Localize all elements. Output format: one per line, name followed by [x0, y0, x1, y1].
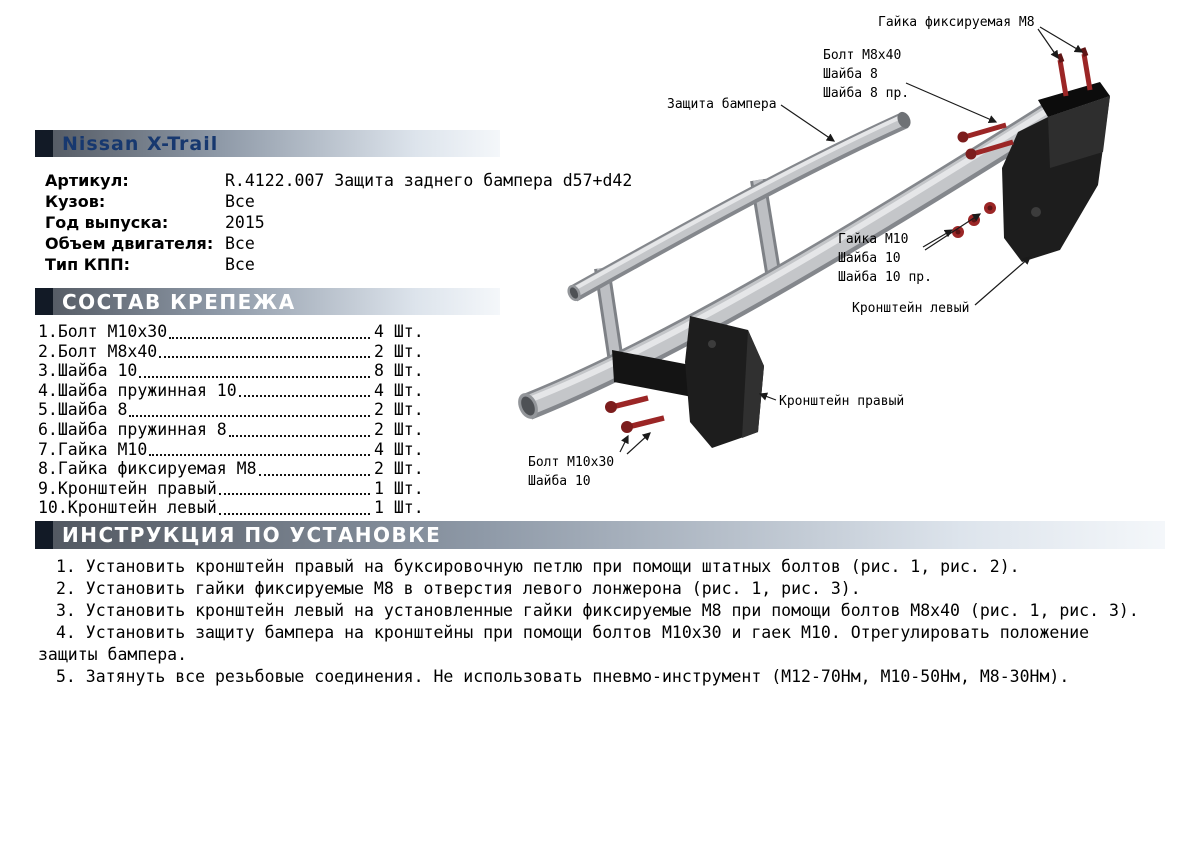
fixing-studs-m8-parts	[1056, 47, 1093, 97]
hardware-item: 5.Шайба 8 2 Шт.	[38, 400, 428, 420]
hardware-item-name: 4.Шайба пружинная 10	[38, 380, 237, 400]
hardware-item-qty: 2 Шт.	[374, 459, 424, 479]
page-title: Nissan X-Trail	[62, 132, 219, 155]
spec-value: 2015	[225, 213, 265, 232]
spec-value: R.4122.007 Защита заднего бампера d57+d4…	[225, 171, 633, 190]
dot-leader	[218, 512, 370, 515]
hardware-item-name: 5.Шайба 8	[38, 400, 128, 420]
spec-row-year: Год выпуска: 2015	[45, 212, 685, 233]
label-washer-10-spring: Шайба 10 пр.	[838, 270, 932, 285]
dot-leader	[139, 375, 370, 378]
spec-row-transmission: Тип КПП: Все	[45, 254, 685, 275]
spec-label: Тип КПП:	[45, 255, 131, 274]
hardware-item-name: 7.Гайка М10	[38, 439, 148, 459]
callout-arrows	[619, 26, 1084, 455]
spec-value: Все	[225, 192, 255, 211]
dot-leader	[159, 356, 370, 359]
instructions-bar-square	[35, 521, 53, 549]
dot-leader	[149, 454, 370, 457]
hardware-item: 10.Кронштейн левый 1 Шт.	[38, 498, 428, 518]
hardware-item: 2.Болт М8х40 2 Шт.	[38, 342, 428, 362]
hardware-item: 9.Кронштейн правый 1 Шт.	[38, 479, 428, 499]
spec-value: Все	[225, 234, 255, 253]
hardware-list: 1.Болт М10х30 4 Шт. 2.Болт М8х40 2 Шт. 3…	[38, 322, 428, 518]
spec-label: Артикул:	[45, 171, 129, 190]
product-title-bar: Nissan X-Trail	[35, 130, 500, 157]
instruction-step-2: 2. Установить гайки фиксируемые М8 в отв…	[56, 579, 861, 598]
hardware-item-qty: 2 Шт.	[374, 400, 424, 420]
installation-steps: 1. Установить кронштейн правый на буксир…	[38, 556, 1148, 688]
hardware-item-qty: 4 Шт.	[374, 439, 424, 459]
instruction-step-4: 4. Установить защиту бампера на кронштей…	[38, 623, 1090, 664]
bolts-m8x40-parts	[957, 122, 1014, 160]
upper-tube	[567, 111, 911, 302]
hardware-item: 1.Болт М10х30 4 Шт.	[38, 322, 428, 342]
hardware-item-qty: 4 Шт.	[374, 380, 424, 400]
label-washer-10-bottom: Шайба 10	[528, 474, 591, 489]
hardware-item-qty: 4 Шт.	[374, 322, 424, 341]
hardware-item-qty: 2 Шт.	[374, 419, 424, 439]
hardware-item-qty: 8 Шт.	[374, 361, 424, 381]
hardware-item-qty: 1 Шт.	[374, 498, 424, 518]
hardware-item: 3.Шайба 10 8 Шт.	[38, 361, 428, 381]
instruction-step-3: 3. Установить кронштейн левый на установ…	[56, 601, 1139, 620]
hardware-header-bar: СОСТАВ КРЕПЕЖА	[35, 288, 500, 315]
instructions-header-bar: ИНСТРУКЦИЯ ПО УСТАНОВКЕ	[35, 521, 1165, 549]
spec-label: Год выпуска:	[45, 213, 169, 232]
bolts-m10x30-parts	[605, 395, 665, 433]
hardware-item-name: 9.Кронштейн правый	[38, 478, 217, 498]
instruction-step-1: 1. Установить кронштейн правый на буксир…	[56, 557, 1020, 576]
label-bolt-m10x30: Болт М10х30	[528, 455, 615, 470]
label-bolt-m8x40: Болт М8х40	[823, 48, 902, 63]
dot-leader	[228, 434, 370, 437]
instructions-header: ИНСТРУКЦИЯ ПО УСТАНОВКЕ	[62, 523, 442, 547]
nuts-m10-parts	[952, 202, 996, 238]
spec-label: Объем двигателя:	[45, 234, 214, 253]
spec-row-article: Артикул: R.4122.007 Защита заднего бампе…	[45, 170, 685, 191]
hardware-item-name: 1.Болт М10х30	[38, 322, 168, 341]
dot-leader	[129, 414, 370, 417]
label-bumper-guard: Защита бампера	[667, 97, 777, 112]
hardware-item-name: 3.Шайба 10	[38, 361, 138, 381]
label-nut-m10: Гайка М10	[838, 232, 909, 247]
hardware-item-name: 10.Кронштейн левый	[38, 498, 217, 518]
hardware-item-qty: 2 Шт.	[374, 341, 424, 361]
label-washer-8: Шайба 8	[823, 67, 878, 82]
product-specs: Артикул: R.4122.007 Защита заднего бампе…	[45, 170, 685, 275]
hardware-item: 8.Гайка фиксируемая М8 2 Шт.	[38, 459, 428, 479]
hardware-item: 6.Шайба пружинная 8 2 Шт.	[38, 420, 428, 440]
label-washer-8-spring: Шайба 8 пр.	[823, 86, 910, 101]
spec-label: Кузов:	[45, 192, 106, 211]
label-bracket-left: Кронштейн левый	[852, 301, 970, 316]
label-fixing-nut-m8: Гайка фиксируемая М8	[878, 15, 1035, 30]
spec-row-body: Кузов: Все	[45, 191, 685, 212]
hardware-item-name: 6.Шайба пружинная 8	[38, 419, 227, 439]
bracket-right-shape	[612, 316, 764, 448]
bracket-left-shape	[1002, 82, 1110, 262]
hardware-item: 4.Шайба пружинная 10 4 Шт.	[38, 381, 428, 401]
hardware-item-name: 2.Болт М8х40	[38, 341, 158, 361]
hardware-item-qty: 1 Шт.	[374, 478, 424, 498]
label-washer-10: Шайба 10	[838, 251, 901, 266]
dot-leader	[169, 336, 370, 339]
hardware-item-name: 8.Гайка фиксируемая М8	[38, 459, 257, 479]
instruction-step-5: 5. Затянуть все резьбовые соединения. Не…	[56, 667, 1070, 686]
dot-leader	[258, 473, 370, 476]
hardware-bar-square	[35, 288, 53, 315]
dot-leader	[238, 395, 370, 398]
spec-value: Все	[225, 255, 255, 274]
dot-leader	[218, 493, 370, 496]
label-bracket-right: Кронштейн правый	[779, 394, 905, 409]
hardware-item: 7.Гайка М10 4 Шт.	[38, 440, 428, 460]
title-bar-square	[35, 130, 53, 157]
spec-row-engine: Объем двигателя: Все	[45, 233, 685, 254]
hardware-header: СОСТАВ КРЕПЕЖА	[62, 289, 296, 314]
